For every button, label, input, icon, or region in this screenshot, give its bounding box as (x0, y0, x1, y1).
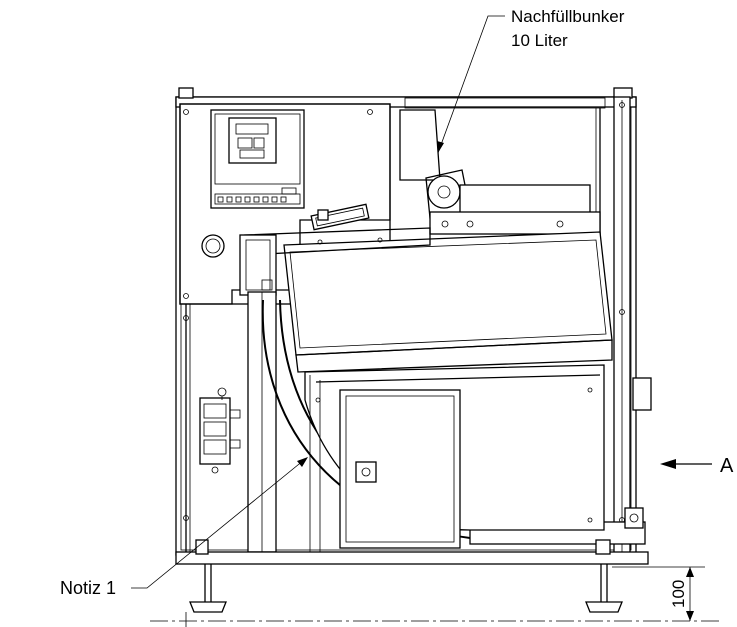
lower-cabinet (304, 364, 605, 552)
hopper-leader: Nachfüllbunker 10 Liter (437, 7, 625, 154)
dimension-value: 100 (669, 580, 688, 608)
dimension-100: 100 (612, 566, 705, 621)
foot-right (585, 564, 623, 613)
view-arrow-label: A (720, 455, 734, 477)
machine-base (175, 539, 649, 613)
view-arrow-a: A (660, 455, 734, 477)
hopper-mechanism (310, 109, 601, 235)
note-label: Notiz 1 (60, 578, 116, 598)
note-leader: Notiz 1 (60, 457, 308, 598)
terminal-row (217, 196, 287, 203)
collector-tray (244, 227, 613, 373)
foot-left (189, 564, 227, 613)
hopper-label-line1: Nachfüllbunker (511, 7, 625, 26)
tube-support (239, 234, 277, 553)
valve-block (199, 387, 241, 474)
side-handle (632, 377, 652, 411)
control-panel (179, 103, 391, 305)
hopper-label-line2: 10 Liter (511, 31, 568, 50)
